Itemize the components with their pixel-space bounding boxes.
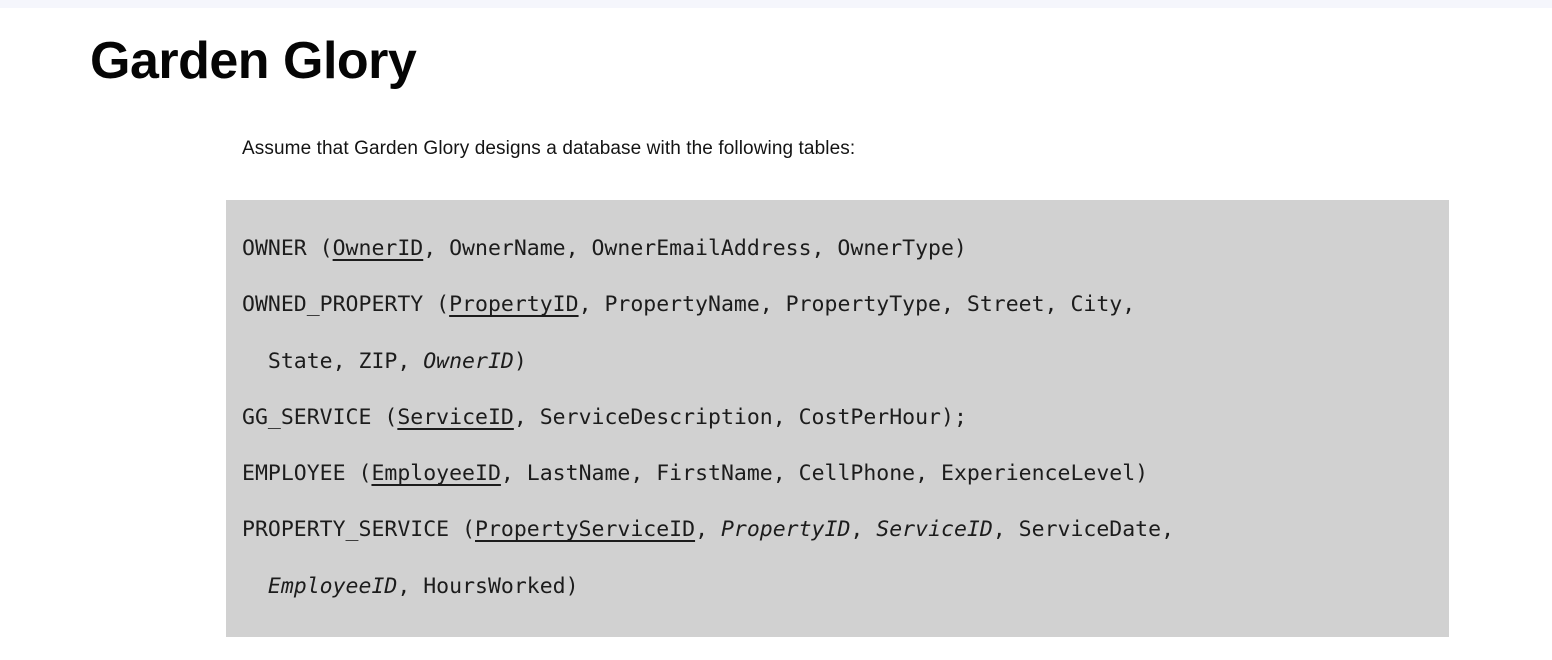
schema-text: , PropertyName, PropertyType, Street, Ci… — [578, 292, 1136, 318]
schema-text: OWNER ( — [242, 236, 333, 261]
primary-key-attribute: EmployeeID — [371, 461, 501, 487]
schema-line: EmployeeID, HoursWorked) — [242, 559, 1433, 615]
schema-text: PROPERTY_SERVICE ( — [242, 517, 475, 543]
foreign-key-attribute: OwnerID — [423, 348, 514, 374]
schema-text: , HoursWorked) — [397, 573, 579, 599]
intro-text: Assume that Garden Glory designs a datab… — [242, 138, 856, 159]
page-title: Garden Glory — [90, 32, 417, 90]
schema-text: , ServiceDate, — [992, 517, 1175, 543]
schema-text: , — [850, 517, 877, 543]
schema-text: State, ZIP, — [242, 348, 424, 374]
foreign-key-attribute: ServiceID — [876, 517, 993, 543]
schema-text: GG_SERVICE ( — [242, 404, 398, 430]
schema-text: OWNED_PROPERTY ( — [242, 292, 450, 318]
schema-line: GG_SERVICE (ServiceID, ServiceDescriptio… — [242, 390, 1433, 446]
schema-text — [242, 574, 268, 599]
schema-text: , ServiceDescription, CostPerHour); — [513, 404, 967, 430]
foreign-key-attribute: EmployeeID — [267, 573, 398, 599]
schema-line: OWNER (OwnerID, OwnerName, OwnerEmailAdd… — [242, 221, 1433, 277]
schema-text: , OwnerName, OwnerEmailAddress, OwnerTyp… — [423, 236, 967, 261]
primary-key-attribute: ServiceID — [397, 404, 514, 430]
foreign-key-attribute: PropertyID — [720, 517, 851, 543]
schema-text: ) — [513, 348, 527, 374]
schema-line: EMPLOYEE (EmployeeID, LastName, FirstNam… — [242, 446, 1433, 502]
primary-key-attribute: OwnerID — [332, 236, 424, 261]
schema-text: EMPLOYEE ( — [242, 461, 372, 487]
schema-line: PROPERTY_SERVICE (PropertyServiceID, Pro… — [242, 502, 1433, 558]
schema-block: OWNER (OwnerID, OwnerName, OwnerEmailAdd… — [226, 200, 1449, 637]
schema-text: , — [695, 517, 721, 543]
schema-line: State, ZIP, OwnerID) — [242, 334, 1433, 390]
schema-text: , LastName, FirstName, CellPhone, Experi… — [500, 461, 1149, 487]
schema-line: OWNED_PROPERTY (PropertyID, PropertyName… — [242, 277, 1433, 333]
top-strip — [0, 0, 1552, 8]
primary-key-attribute: PropertyServiceID — [475, 517, 696, 543]
primary-key-attribute: PropertyID — [449, 292, 579, 318]
